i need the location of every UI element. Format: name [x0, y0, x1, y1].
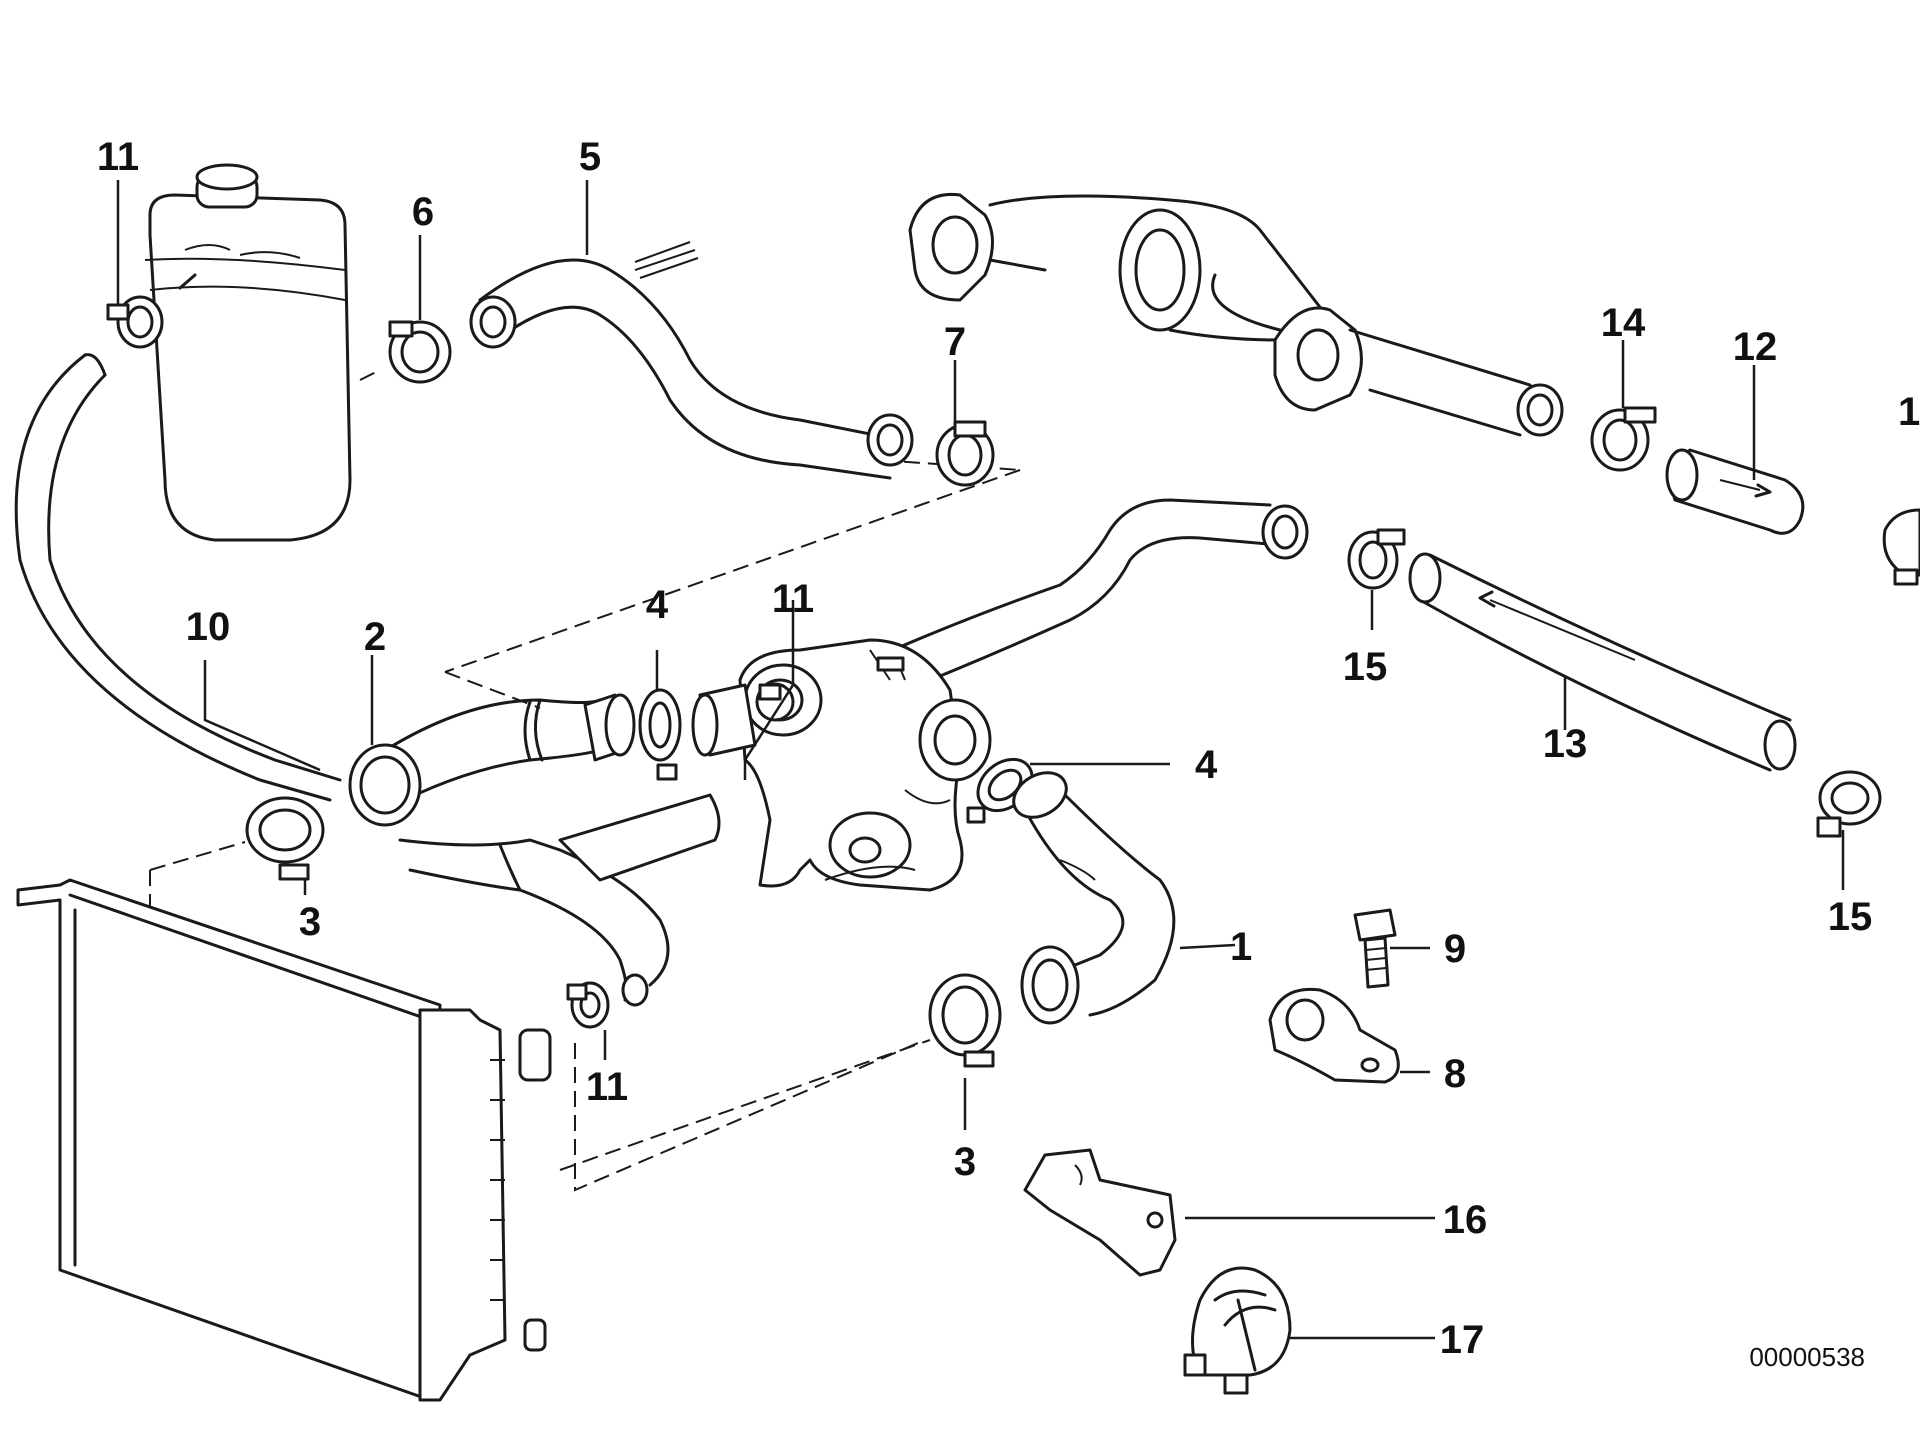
radiator [16, 878, 552, 1402]
clamp-6 [388, 320, 452, 384]
clamp-15-upper [1347, 528, 1406, 590]
hose-12 [1665, 448, 1805, 535]
clamp-14 [1590, 406, 1657, 472]
callout-3-right: 3 [954, 1140, 976, 1184]
hose-13 [1408, 552, 1797, 772]
callout-2: 2 [364, 615, 386, 659]
callout-15-upper: 15 [1343, 645, 1388, 689]
callout-11-middle: 11 [772, 577, 814, 621]
water-pump-housing [738, 638, 992, 892]
clamp-4-left [638, 688, 682, 781]
callout-9: 9 [1444, 927, 1466, 971]
callout-11-lower: 11 [586, 1065, 628, 1109]
hose-1 [1012, 771, 1176, 1025]
bracket-8 [1268, 987, 1400, 1084]
callout-5: 5 [579, 135, 601, 179]
bracket-16 [1023, 1148, 1177, 1277]
lower-bypass-hose [398, 793, 721, 1007]
clamp-11-middle [755, 682, 795, 722]
clamp-right-edge [1882, 508, 1920, 586]
bolt-9 [1353, 908, 1397, 989]
callout-14: 14 [1601, 301, 1646, 345]
leader-lines [116, 180, 1845, 1340]
clamp-3-left [245, 796, 325, 881]
callout-10: 10 [186, 605, 231, 649]
expansion-tank [144, 163, 352, 542]
clamp-11-top [106, 295, 164, 349]
hose-2 [348, 693, 636, 827]
clip-17 [1183, 1266, 1292, 1395]
callout-4-left: 4 [646, 583, 669, 627]
callout-labels: 1 2 3 3 4 4 5 6 7 8 9 10 11 11 11 12 13 … [97, 135, 1920, 1362]
callout-16: 16 [1443, 1198, 1488, 1242]
upper-return-hose [868, 498, 1309, 702]
callout-4-right: 4 [1195, 743, 1218, 787]
clamp-15-lower [1816, 770, 1882, 838]
callout-12: 12 [1733, 325, 1778, 369]
callout-1: 1 [1230, 925, 1252, 969]
callout-6: 6 [412, 190, 434, 234]
metal-coolant-pipe [908, 192, 1564, 437]
callout-right-edge: 1 [1898, 390, 1920, 434]
callout-3-left: 3 [299, 900, 321, 944]
pipe-stub [691, 683, 757, 757]
callout-11-top: 11 [97, 135, 139, 179]
callout-8: 8 [1444, 1052, 1466, 1096]
callout-17: 17 [1440, 1318, 1485, 1362]
diagram-reference-code: 00000538 [1749, 1342, 1865, 1372]
callout-13: 13 [1543, 722, 1588, 766]
clamp-11-lower [566, 981, 610, 1029]
callout-15-lower: 15 [1828, 895, 1873, 939]
hose-5 [469, 241, 914, 480]
callout-7: 7 [944, 320, 966, 364]
clamp-7 [935, 420, 995, 487]
clamp-3-right [928, 973, 1002, 1068]
hose-10 [14, 353, 342, 802]
